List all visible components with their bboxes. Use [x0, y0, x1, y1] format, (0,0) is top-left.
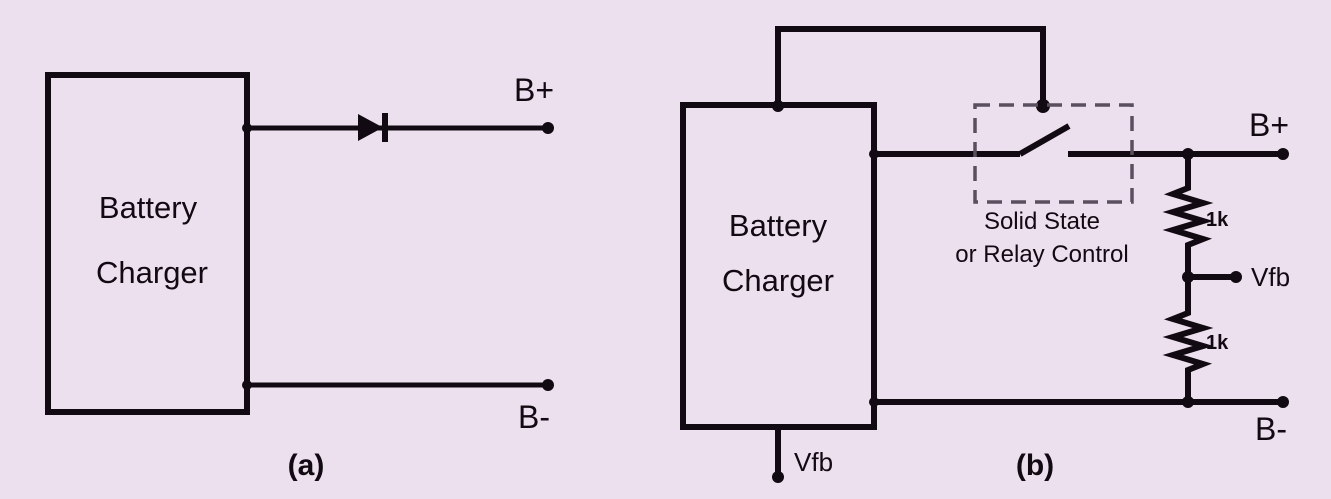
diagram-b: Battery Charger B+ Solid State or Relay … [680, 26, 1290, 483]
junction-dot [869, 397, 879, 407]
battery-charger-label-line2-a: Charger [96, 255, 208, 290]
diode-icon [358, 113, 388, 142]
vfb-tap-terminal-dot [1230, 271, 1242, 283]
switch-label-line2: or Relay Control [955, 241, 1128, 268]
bplus-terminal-dot-a [542, 122, 554, 134]
caption-a: (a) [288, 449, 325, 482]
switch-label-line1: Solid State [984, 208, 1100, 235]
relay-control-outline [973, 103, 1134, 204]
control-loop-wire [775, 26, 1046, 105]
bplus-terminal-dot-b [1277, 148, 1289, 160]
bminus-terminal-dot-b [1277, 396, 1289, 408]
bplus-label-b: B+ [1249, 107, 1289, 143]
junction-dot [1182, 271, 1194, 283]
junction-dot [1182, 396, 1194, 408]
resistor-bottom-label: 1k [1206, 332, 1229, 354]
switch-blade-icon [1018, 123, 1071, 157]
bminus-label-a: B- [518, 399, 550, 435]
vfb-stub-terminal-dot [772, 471, 784, 483]
bminus-label-b: B- [1255, 411, 1287, 447]
junction-dot [772, 100, 784, 112]
battery-charger-box-a [45, 72, 250, 415]
junction-dot [242, 380, 252, 390]
vfb-tap-label: Vfb [1251, 262, 1290, 292]
caption-b: (b) [1016, 449, 1054, 482]
junction-dot [1036, 99, 1050, 113]
charger-feedback-label: Vfb [794, 447, 833, 477]
diagram-a: Battery Charger B+ B- (a) [45, 72, 554, 482]
junction-dot [242, 123, 252, 133]
resistor-top-label: 1k [1206, 209, 1229, 231]
bplus-label-a: B+ [514, 72, 554, 108]
battery-charger-label-line1-a: Battery [99, 190, 198, 225]
diode-anode-triangle [358, 114, 383, 141]
battery-charger-label-line2-b: Charger [722, 263, 834, 298]
battery-charger-label-line1-b: Battery [729, 208, 828, 243]
junction-dot [869, 149, 879, 159]
bminus-terminal-dot-a [542, 379, 554, 391]
